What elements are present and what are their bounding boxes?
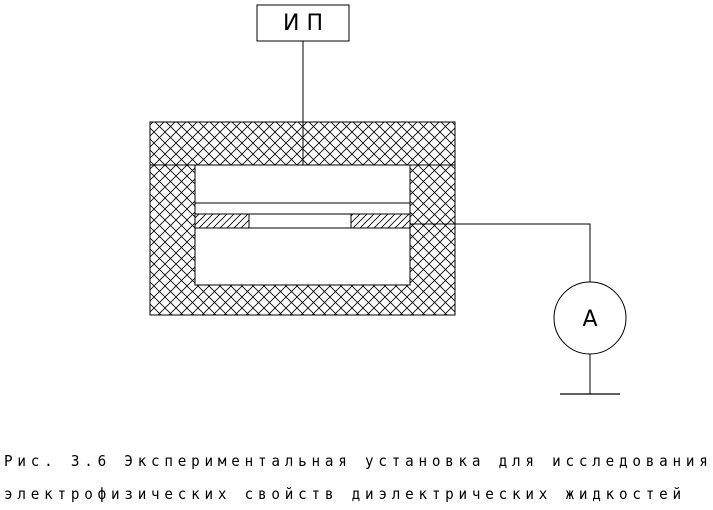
power-source-label: И П xyxy=(283,11,323,36)
figure-caption-line-1: Рис. 3.6 Экспериментальная установка для… xyxy=(4,452,713,470)
guard-ring-right xyxy=(350,213,411,229)
lower-electrode-assembly xyxy=(194,213,411,229)
figure-caption-line-2: электрофизических свойств диэлектрически… xyxy=(4,485,686,503)
guard-ring-left xyxy=(194,213,250,229)
setup-diagram: И П A xyxy=(149,4,627,395)
ammeter-label: A xyxy=(582,307,597,332)
housing-lid xyxy=(149,121,456,166)
upper-electrode xyxy=(194,202,411,215)
ammeter: A xyxy=(553,281,627,355)
power-source-block: И П xyxy=(256,4,350,42)
signal-wire xyxy=(410,223,591,282)
